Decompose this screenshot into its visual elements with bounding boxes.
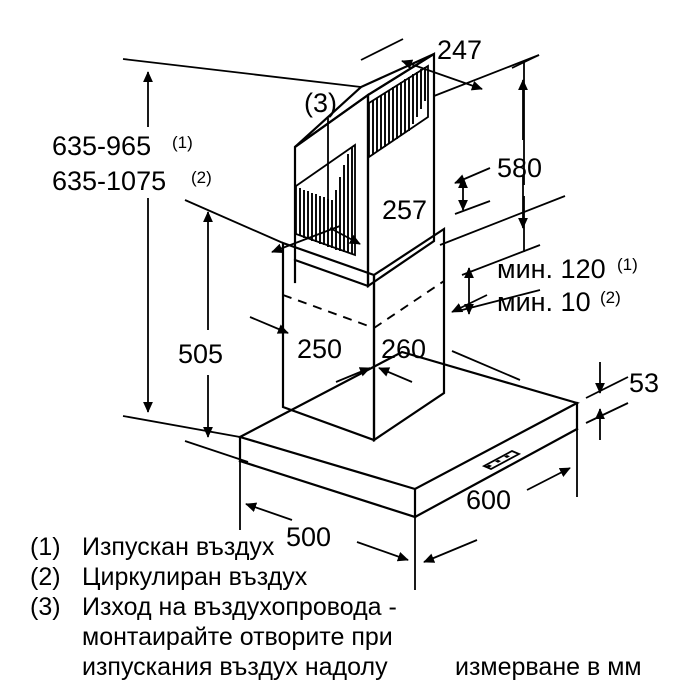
lower-chimney-right-face	[372, 226, 446, 443]
dim-260-arrow-upper	[451, 294, 488, 313]
dim-height-range-2-superscript: (2)	[191, 168, 212, 187]
dim-580-value: 580	[497, 153, 542, 183]
legend-marker-2: (2)	[30, 563, 61, 591]
dim-height-range: 635-965 (1) 635-1075 (2)	[52, 71, 212, 413]
duct-outlet-callout: (3)	[304, 88, 337, 220]
lower-chimney	[281, 226, 446, 443]
proj-line-505-bottom	[184, 440, 249, 463]
dim-505-value: 505	[178, 339, 223, 369]
dim-250-value: 250	[297, 334, 342, 364]
dim-257-arrow-left	[329, 227, 361, 245]
lower-chimney-hidden-edge-right	[373, 280, 445, 329]
left-projection-lines	[122, 58, 362, 463]
legend-text-2: Циркулиран въздух	[82, 563, 308, 591]
duct-outlet-label: (3)	[304, 88, 337, 118]
control-slider[interactable]	[481, 450, 522, 470]
canopy-top-face	[237, 350, 580, 491]
dim-580-leader-bottom	[439, 195, 566, 246]
dim-500: 500	[239, 459, 416, 590]
upper-chimney-left-face	[293, 92, 370, 288]
dim-500-arrow-right	[356, 541, 409, 562]
dim-257: 257	[329, 167, 491, 245]
upper-chimney-top-face	[294, 52, 435, 148]
dim-250-arrow	[249, 316, 289, 334]
dim-53-leader-top	[585, 376, 629, 399]
dim-580-leader-top	[433, 54, 540, 97]
legend: (1) Изпускан въздух (2) Циркулиран възду…	[30, 533, 397, 681]
dim-600-arrow-left	[423, 539, 478, 563]
legend-text-3: Изход на въздухопровода -	[82, 593, 397, 621]
dim-53-leader-bottom	[585, 402, 629, 424]
dim-min-clearance: мин. 120 (1) мин. 10 (2)	[461, 244, 638, 317]
dim-min-clearance-leader-top	[461, 244, 541, 276]
dim-250-260: 250 260	[249, 225, 521, 383]
dim-257-value: 257	[382, 195, 427, 225]
control-slider-body[interactable]	[481, 450, 522, 470]
control-slider-segment-1[interactable]	[486, 464, 492, 468]
dim-250-260-arrow-right	[378, 367, 413, 383]
dim-580-leaders	[433, 54, 566, 246]
proj-line-505-top	[184, 199, 284, 244]
dim-600-arrow-right	[526, 467, 571, 491]
control-slider-segment-2[interactable]	[495, 459, 501, 463]
dim-53-value: 53	[629, 368, 659, 398]
dim-257-leader-upper	[454, 167, 491, 184]
dim-min-clearance-2-value: мин. 10	[497, 287, 591, 317]
control-slider-segment-3[interactable]	[504, 455, 510, 458]
dim-247-arrow	[401, 59, 483, 91]
dim-250-leader-upper	[271, 225, 341, 254]
lower-chimney-hidden-edge-left	[282, 294, 375, 329]
dim-260-value: 260	[381, 334, 426, 364]
dim-min-clearance-2-superscript: (2)	[600, 288, 621, 307]
dim-height-range-1-superscript: (1)	[172, 133, 193, 152]
dim-247-ext-left	[360, 38, 404, 61]
hood-canopy	[237, 350, 580, 519]
dim-600-value: 600	[466, 485, 511, 515]
legend-text-5: изпускания въздух надолу	[82, 653, 388, 681]
dim-500-value: 500	[286, 522, 331, 552]
dim-247: 247	[360, 35, 540, 91]
dim-247-value: 247	[437, 35, 482, 65]
dim-257-leader-lower	[454, 200, 491, 215]
dim-500-arrow-left	[245, 502, 293, 521]
dim-580: 580	[497, 62, 542, 252]
dim-505: 505	[178, 211, 223, 438]
dim-height-range-2-value: 635-1075	[52, 166, 166, 196]
dim-260-leader-lower	[451, 350, 521, 381]
proj-line-top	[122, 58, 362, 88]
dim-min-clearance-1-value: мин. 120	[497, 254, 606, 284]
dim-250-260-arrow-left	[335, 367, 371, 383]
proj-line-canopy-top	[122, 415, 241, 438]
dim-53: 53	[585, 362, 659, 440]
dim-min-clearance-leader-bottom	[461, 289, 541, 311]
canopy-front-left-lower-edge	[238, 459, 417, 519]
legend-marker-3: (3)	[30, 593, 61, 621]
legend-text-4: монтаирайте отворите при	[82, 623, 393, 651]
legend-marker-1: (1)	[30, 533, 61, 561]
dim-600: 600	[423, 428, 578, 563]
legend-text-1: Изпускан въздух	[82, 533, 275, 561]
units-note: измерване в мм	[455, 653, 642, 681]
dim-height-range-1-value: 635-965	[52, 131, 151, 161]
dim-min-clearance-1-superscript: (1)	[617, 255, 638, 274]
canopy-front-right-lower-edge	[413, 427, 579, 519]
vent-grille-left-outline	[295, 143, 356, 257]
